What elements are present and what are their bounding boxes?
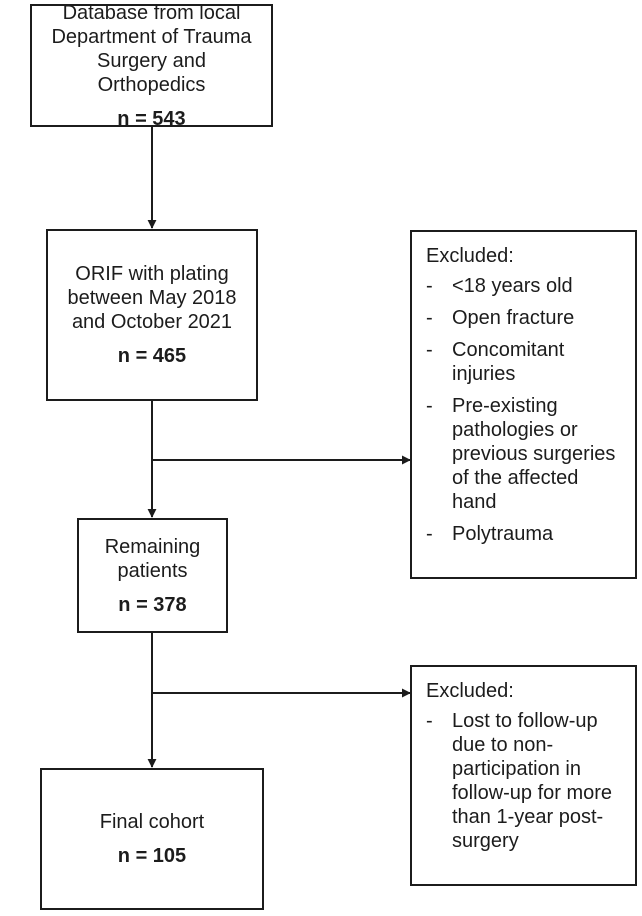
bullet-dash: - [426,339,433,361]
exclusion-2-item: -Lost to follow-up due to non-participat… [426,709,625,853]
exclusion-1-list: -<18 years old -Open fracture -Concomita… [426,274,625,546]
exclusion-item-text: Lost to follow-up due to non-participati… [452,710,613,852]
exclusion-item-text: Concomitant injuries [452,339,565,385]
orif-title: ORIF with plating between May 2018 and O… [67,263,237,333]
remaining-box: Remaining patients n = 378 [77,518,228,633]
orif-count: n = 465 [117,345,187,367]
remaining-title: Remaining patients [104,535,201,582]
bullet-dash: - [426,395,433,417]
bullet-dash: - [426,275,433,297]
exclusion-1-heading: Excluded: [426,245,514,267]
exclusion-2-list: -Lost to follow-up due to non-participat… [426,709,625,853]
exclusion-item-text: Polytrauma [452,523,554,545]
exclusion-item-text: Pre-existing pathologies or previous sur… [452,395,616,513]
exclusion-2-heading: Excluded: [426,680,514,702]
remaining-count: n = 378 [118,593,187,616]
exclusion-box-2: Excluded: -Lost to follow-up due to non-… [410,665,637,886]
orif-box: ORIF with plating between May 2018 and O… [46,229,258,401]
exclusion-1-item: -Polytrauma [426,522,625,546]
exclusion-1-item: -Pre-existing pathologies or previous su… [426,394,625,514]
exclusion-item-text: Open fracture [452,307,575,329]
exclusion-1-item: -Concomitant injuries [426,338,625,386]
exclusion-1-item: -Open fracture [426,306,625,330]
bullet-dash: - [426,710,433,732]
exclusion-item-text: <18 years old [452,275,573,297]
final-count: n = 105 [117,845,187,867]
final-title: Final cohort [99,811,205,833]
database-count: n = 543 [117,107,186,130]
bullet-dash: - [426,307,433,329]
bullet-dash: - [426,523,433,545]
exclusion-box-1: Excluded: -<18 years old -Open fracture … [410,230,637,579]
database-title: Database from local Department of Trauma… [51,1,252,96]
exclusion-1-item: -<18 years old [426,274,625,298]
final-box: Final cohort n = 105 [40,768,264,910]
database-box: Database from local Department of Trauma… [30,1,273,130]
